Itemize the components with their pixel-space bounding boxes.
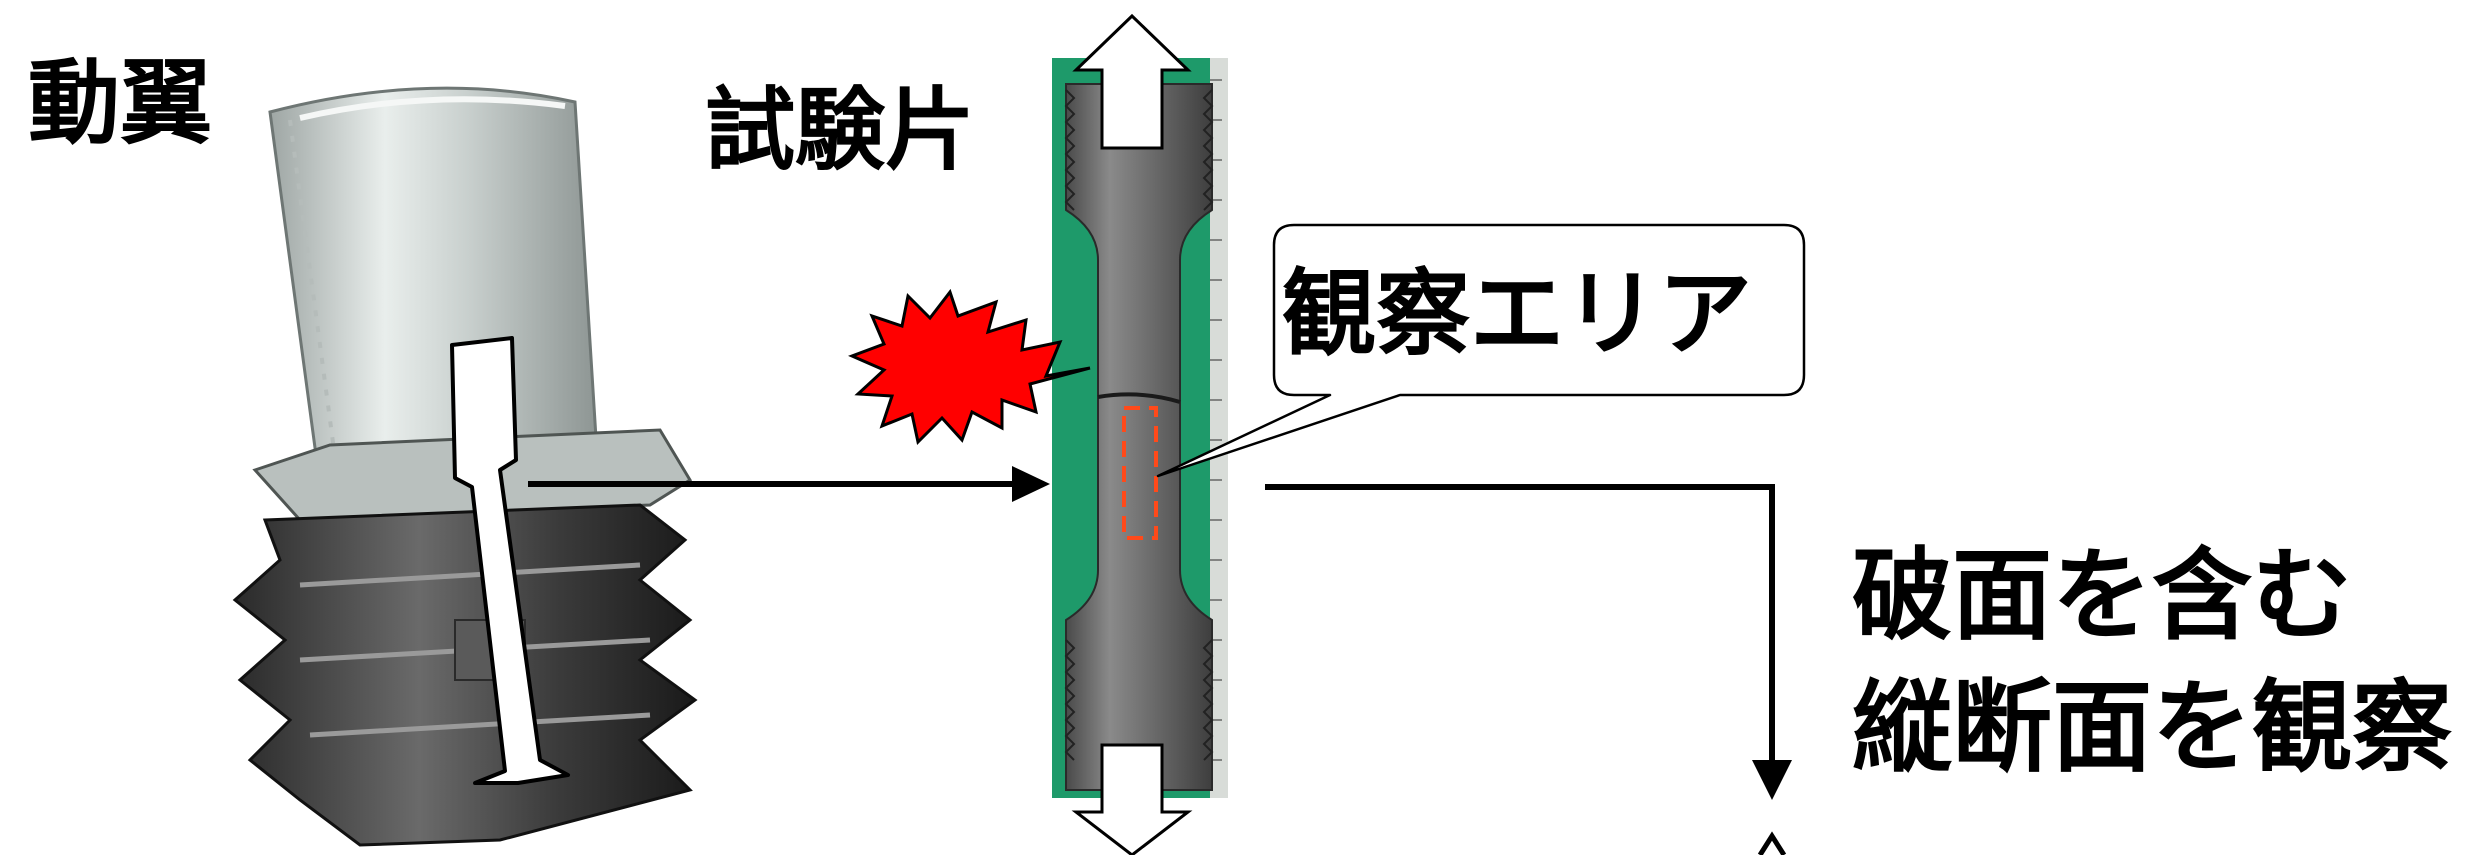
observation-note-line1: 破面を含む xyxy=(1852,537,2352,654)
specimen-label: 試験片 xyxy=(705,78,975,183)
observation-area-callout xyxy=(1156,223,1806,478)
extraction-arrow xyxy=(528,466,1050,502)
blade-label: 動翼 xyxy=(28,50,213,157)
blade-airfoil xyxy=(268,86,600,502)
observation-area-label: 観察エリア xyxy=(1282,260,1753,369)
fracture-line xyxy=(1097,392,1181,404)
tension-arrow-up-icon xyxy=(1072,13,1192,150)
cross-section-arrow xyxy=(1265,484,1792,855)
fracture-starburst-icon xyxy=(848,288,1091,446)
blade-specimen-outline xyxy=(450,336,570,785)
specimen-metal xyxy=(1065,83,1213,791)
test-specimen-image xyxy=(1052,58,1228,798)
observation-note-line2: 縦断面を観察 xyxy=(1852,669,2452,786)
tension-arrow-down-icon xyxy=(1071,743,1193,855)
observation-area-box xyxy=(1122,406,1158,540)
turbine-blade-image xyxy=(232,86,698,847)
